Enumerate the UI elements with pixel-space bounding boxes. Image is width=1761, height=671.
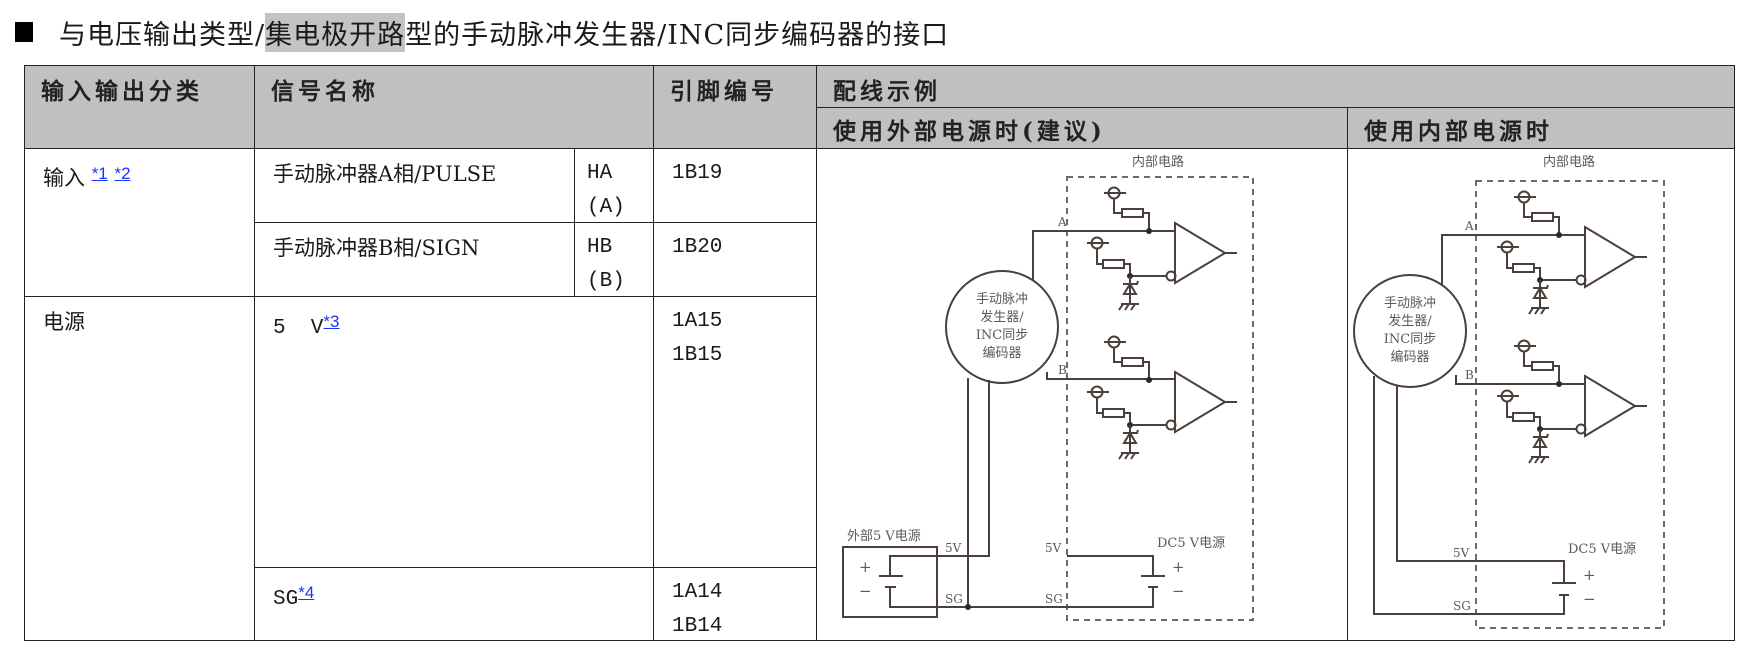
sg-label: SG: [1453, 599, 1471, 613]
signal-code: HA: [587, 162, 613, 185]
internal-circuit-label: 内部电路: [1543, 154, 1595, 170]
pin-number: 1A14: [672, 581, 723, 604]
footnote-link-2[interactable]: *2: [114, 164, 131, 183]
section-title: 与电压输出类型/集电极开路型的手动脉冲发生器/INC同步编码器的接口: [15, 12, 949, 52]
external-supply-box: [842, 546, 938, 618]
pin-number: 1B20: [672, 236, 723, 259]
title-prefix: 与电压输出类型/: [59, 19, 266, 51]
pins-sg: 1A14 1B14: [653, 567, 817, 641]
internal-circuit-label: 内部电路: [1132, 154, 1184, 170]
input-label: 输入: [43, 166, 85, 190]
device-label-line: INC同步: [1384, 332, 1436, 347]
signal-code-b: HB (B): [574, 222, 654, 297]
footnote-link-1[interactable]: *1: [91, 164, 108, 183]
channel-a-circuit: [1496, 190, 1648, 315]
dc-minus-sign: −: [1172, 582, 1185, 600]
device-label-line: 手动脉冲: [976, 292, 1028, 307]
wiring-cell-internal: [1347, 148, 1735, 641]
device-label-line: 编码器: [1390, 350, 1429, 365]
pin-number: 1B15: [672, 344, 723, 367]
io-class-input: 输入 *1 *2: [24, 148, 255, 297]
dc-plus-sign: +: [1172, 558, 1185, 576]
pin-number: 1B19: [672, 162, 723, 185]
footnote-link-3[interactable]: *3: [323, 312, 340, 331]
footnote-link-4[interactable]: *4: [298, 583, 315, 602]
ext-5v-label: 5V: [945, 541, 962, 555]
header-wiring-example: 配线示例: [816, 65, 1735, 108]
device-label-line: 发生器/: [1388, 313, 1432, 329]
pins-5v: 1A15 1B15: [653, 296, 817, 568]
ext-plus-sign: +: [859, 558, 872, 576]
signal-name: 手动脉冲器B相/SIGN: [273, 236, 480, 260]
phase-a-label: A: [1057, 215, 1067, 229]
signal-name: SG: [273, 588, 299, 611]
signal-code-alt: (A): [587, 196, 625, 219]
phase-b-label: B: [1058, 363, 1067, 377]
pin-a: 1B19: [653, 148, 817, 223]
table-row-5v: 5 V*3: [254, 296, 654, 568]
table-row-sg: SG*4: [254, 567, 654, 641]
signal-code-a: HA (A): [574, 148, 654, 223]
device-label-line: 手动脉冲: [1384, 296, 1436, 311]
signal-code: HB: [587, 236, 613, 259]
dc-minus-sign: −: [1583, 590, 1596, 608]
pin-b: 1B20: [653, 222, 817, 297]
black-square-icon: [15, 22, 33, 42]
pin-number: 1B14: [672, 615, 723, 638]
table-row-signal-b: 手动脉冲器B相/SIGN: [254, 222, 575, 297]
diagram-internal-power: 内部电路 A B 手动脉冲 发生器/ INC同步 编码器 5V SG DC5 V…: [1353, 154, 1665, 629]
power-label: 电源: [43, 310, 85, 334]
int-5v-label: 5V: [1045, 541, 1062, 555]
signal-name: 5 V: [273, 317, 324, 340]
ext-supply-label: 外部5 V电源: [847, 529, 921, 544]
dc-supply-label: DC5 V电源: [1568, 542, 1636, 557]
device-label-line: 编码器: [982, 346, 1021, 361]
diagram-external-power: 内部电路 A B 手动脉冲 发生器/ INC同步 编码器 外部5 V电源 + −…: [842, 154, 1254, 621]
int-sg-label: SG: [1045, 592, 1063, 606]
phase-a-label: A: [1464, 219, 1474, 233]
encoder-device-icon: [1353, 274, 1467, 388]
device-label-line: 发生器/: [980, 309, 1024, 325]
header-pin-number: 引脚编号: [653, 65, 817, 149]
channel-a-circuit: [1086, 186, 1238, 311]
channel-b-circuit: [1496, 339, 1648, 464]
encoder-device-icon: [945, 270, 1059, 384]
io-class-power: 电源: [24, 296, 255, 641]
title-suffix: 型的手动脉冲发生器/INC同步编码器的接口: [405, 19, 950, 51]
phase-b-label: B: [1465, 368, 1474, 382]
table-row-signal-a: 手动脉冲器A相/PULSE: [254, 148, 575, 223]
header-internal-power: 使用内部电源时: [1347, 107, 1735, 149]
5v-label: 5V: [1453, 546, 1470, 560]
dc-supply-label: DC5 V电源: [1157, 536, 1225, 551]
ext-minus-sign: −: [859, 582, 872, 600]
signal-code-alt: (B): [587, 270, 625, 293]
internal-circuit-boundary: [1066, 176, 1254, 621]
channel-b-circuit: [1086, 335, 1238, 460]
dc-plus-sign: +: [1583, 566, 1596, 584]
signal-name: 手动脉冲器A相/PULSE: [273, 162, 497, 186]
internal-circuit-boundary: [1475, 180, 1665, 629]
device-label-line: INC同步: [976, 328, 1028, 343]
ext-sg-label: SG: [945, 592, 963, 606]
pin-number: 1A15: [672, 310, 723, 333]
title-highlight: 集电极开路: [265, 12, 406, 52]
